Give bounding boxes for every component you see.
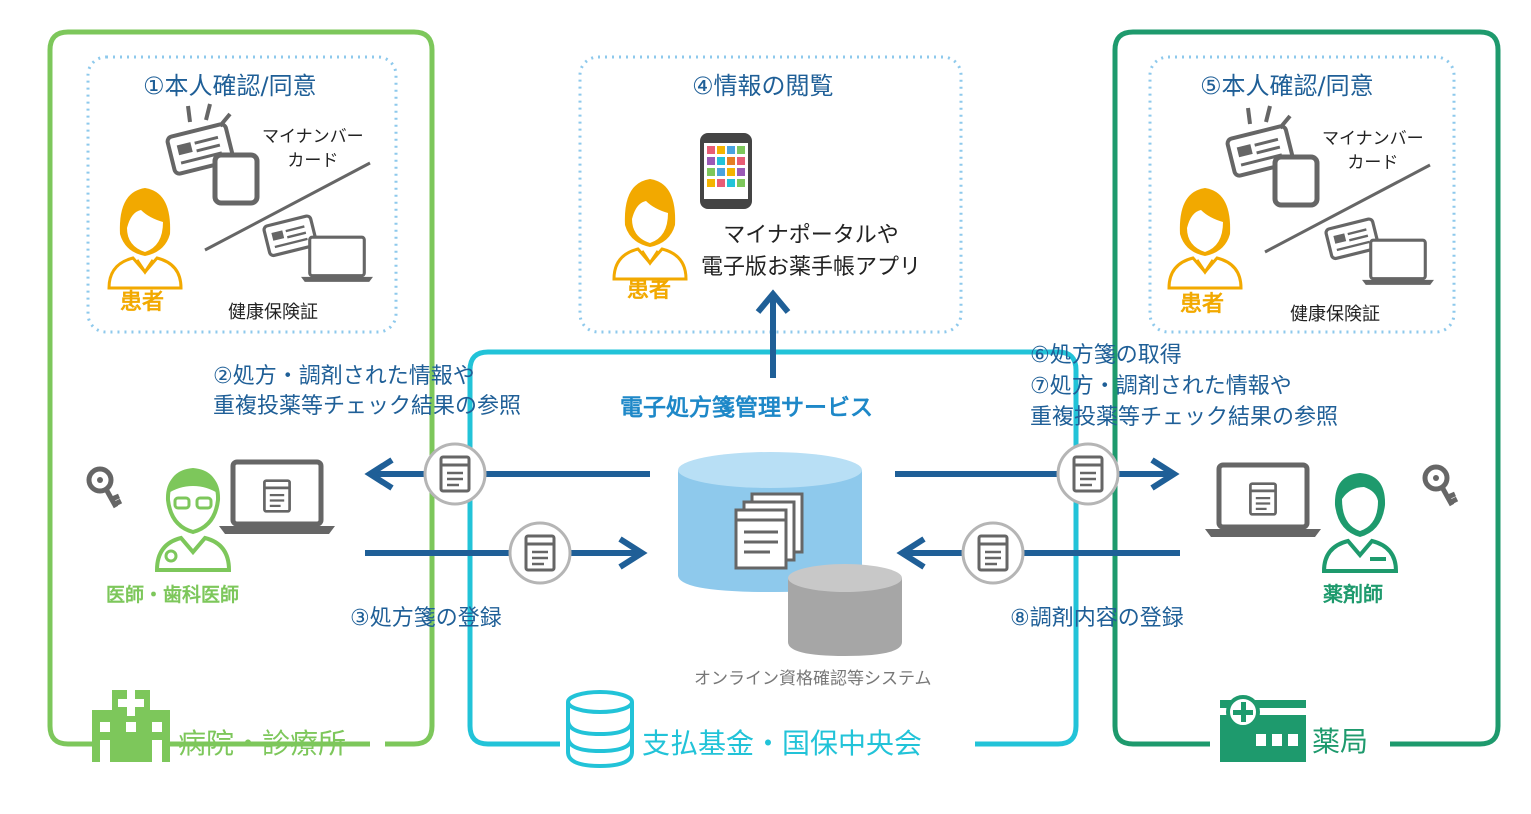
- document-stack-icon: [734, 492, 804, 570]
- patient-label: 患者: [627, 278, 672, 303]
- doctor-icon: [154, 468, 232, 572]
- patient-apps-label: マイナポータルや 電子版お薬手帳アプリ: [701, 223, 922, 280]
- pharmacy-building-icon: [1220, 695, 1306, 762]
- key-icon: [89, 469, 121, 507]
- service-title: 電子処方箋管理サービス: [620, 395, 873, 421]
- arrows: [364, 457, 1180, 570]
- patient-icon: [1167, 186, 1243, 290]
- patient-label: 患者: [120, 290, 165, 315]
- database-icon: [566, 690, 634, 769]
- patient-label: 患者: [1180, 292, 1225, 317]
- divider-slash: [1264, 163, 1431, 254]
- pharmacy-confirm-title: ⑤本人確認/同意: [1200, 72, 1374, 100]
- hospital-register-label: ③処方箋の登録: [350, 606, 502, 631]
- hospital-view-label: ②処方・調剤された情報や 重複投薬等チェック結果の参照: [213, 364, 522, 419]
- patient-icon: [612, 177, 688, 281]
- divider-slash: [204, 161, 371, 252]
- document-icon: [425, 444, 485, 504]
- mynumber-card-label: マイナンバー カード: [262, 127, 364, 171]
- laptop-icon: [299, 235, 375, 284]
- hospital-confirm-title: ①本人確認/同意: [143, 72, 317, 100]
- insurance-card-label: 健康保険証: [1290, 304, 1380, 325]
- online-qualification-database-icon: [788, 564, 902, 656]
- insurance-card-label: 健康保険証: [228, 302, 318, 323]
- pharmacy-region-border: [1112, 29, 1501, 747]
- mynumber-card-label: マイナンバー カード: [1322, 129, 1424, 173]
- pharmacist-label: 薬剤師: [1323, 582, 1383, 606]
- doctor-label: 医師・歯科医師: [106, 584, 240, 606]
- hospital-region-label: 病院・診療所: [178, 727, 347, 760]
- arrow-to-patient: [755, 289, 791, 378]
- smartphone-icon: [700, 133, 752, 209]
- system-label: オンライン資格確認等システム: [694, 669, 932, 689]
- document-icon: [510, 523, 570, 583]
- pharmacy-acquire-label: ⑥処方箋の取得 ⑦処方・調剤された情報や 重複投薬等チェック結果の参照: [1030, 343, 1339, 430]
- document-icon: [963, 523, 1023, 583]
- hospital-building-icon: [92, 690, 170, 762]
- pharmacist-icon: [1321, 473, 1399, 573]
- pharmacy-region-label: 薬局: [1312, 725, 1369, 758]
- laptop-icon: [1360, 238, 1436, 287]
- patient-view-title: ④情報の閲覧: [692, 72, 834, 100]
- document-icon: [1058, 444, 1118, 504]
- pharmacy-confirm-box: [1148, 55, 1456, 334]
- key-icon: [1425, 467, 1457, 505]
- fund-region-label: 支払基金・国保中央会: [642, 727, 923, 760]
- pharmacy-register-label: ⑧調剤内容の登録: [1010, 606, 1184, 631]
- hospital-region-border: [47, 29, 435, 747]
- patient-icon: [107, 186, 183, 290]
